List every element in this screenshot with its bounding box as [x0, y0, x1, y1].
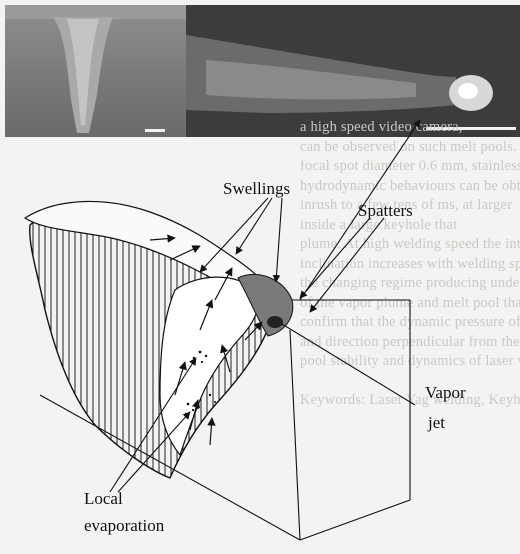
label-vapor: Vapor [425, 382, 466, 404]
label-jet: jet [428, 412, 445, 434]
spatter-blob [267, 316, 283, 328]
label-spatters: Spatters [358, 200, 413, 222]
label-evaporation: evaporation [84, 515, 164, 537]
label-local: Local [84, 488, 123, 510]
vapor-jet-leader [282, 324, 415, 405]
label-swellings: Swellings [223, 178, 290, 200]
